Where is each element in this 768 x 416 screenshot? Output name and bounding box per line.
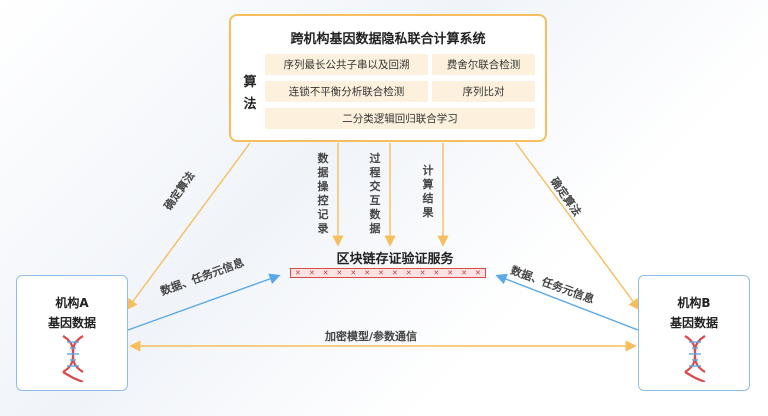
arrow-org-b-to-chain [495, 273, 639, 331]
chain-block-icon: ✕ [336, 269, 343, 277]
chain-block-icon: ✕ [364, 269, 371, 277]
chain-block-icon: ✕ [419, 269, 426, 277]
chain-block-icon: ✕ [461, 269, 467, 277]
system-box: 跨机构基因数据隐私联合计算系统 算法 序列最长公共子串以及回溯 费舍尔联合检测 … [229, 14, 547, 142]
algorithm-logistic: 二分类逻辑回归联合学习 [265, 108, 535, 129]
flow-label-results: 计算结果 [422, 164, 434, 219]
org-a-sub: 基因数据 [47, 316, 96, 330]
org-b-name: 机构B [677, 296, 711, 310]
chain-block-icon: ✕ [308, 269, 315, 277]
dna-icon [62, 335, 84, 382]
org-b-box: 机构B 基因数据 [638, 275, 750, 391]
flow-label-operation-records: 数据操控记录 [317, 152, 329, 235]
dna-icon [684, 335, 706, 382]
chain-block-icon: ✕ [433, 269, 440, 277]
system-title: 跨机构基因数据隐私联合计算系统 [290, 32, 486, 47]
chain-block-icon: ✕ [447, 269, 454, 277]
flow-label-interaction-data: 过程交互数据 [369, 152, 381, 235]
label-encrypted-comm: 加密模型/参数通信 [325, 330, 418, 343]
algorithm-lcs: 序列最长公共子串以及回溯 [265, 54, 428, 75]
org-b-sub: 基因数据 [669, 316, 718, 330]
org-a-box: 机构A 基因数据 [16, 275, 128, 391]
algorithm-fisher: 费舍尔联合检测 [432, 54, 535, 75]
algorithm-ld: 连锁不平衡分析联合检测 [265, 81, 428, 102]
chain-block-icon: ✕ [350, 269, 357, 277]
chain-block-icon: ✕ [474, 269, 481, 277]
org-a-name: 机构A [55, 296, 89, 310]
chain-block-icon: ✕ [294, 269, 301, 277]
arrow-org-a-to-chain [127, 273, 281, 331]
arrow-system-to-org-a [126, 142, 251, 311]
arrow-system-to-org-b [515, 142, 640, 311]
algorithm-label: 算法 [243, 75, 257, 112]
blockchain-title: 区块链存证验证服务 [336, 252, 454, 267]
algorithm-alignment: 序列比对 [432, 81, 535, 102]
blockchain-bar: ✕ ✕ ✕ ✕ ✕ ✕ ✕ ✕ ✕ ✕ ✕ ✕ ✕ ✕ [290, 268, 486, 278]
chain-block-icon: ✕ [405, 269, 412, 277]
chain-block-icon: ✕ [378, 269, 384, 277]
chain-block-icon: ✕ [391, 269, 398, 277]
chain-block-icon: ✕ [322, 269, 329, 277]
